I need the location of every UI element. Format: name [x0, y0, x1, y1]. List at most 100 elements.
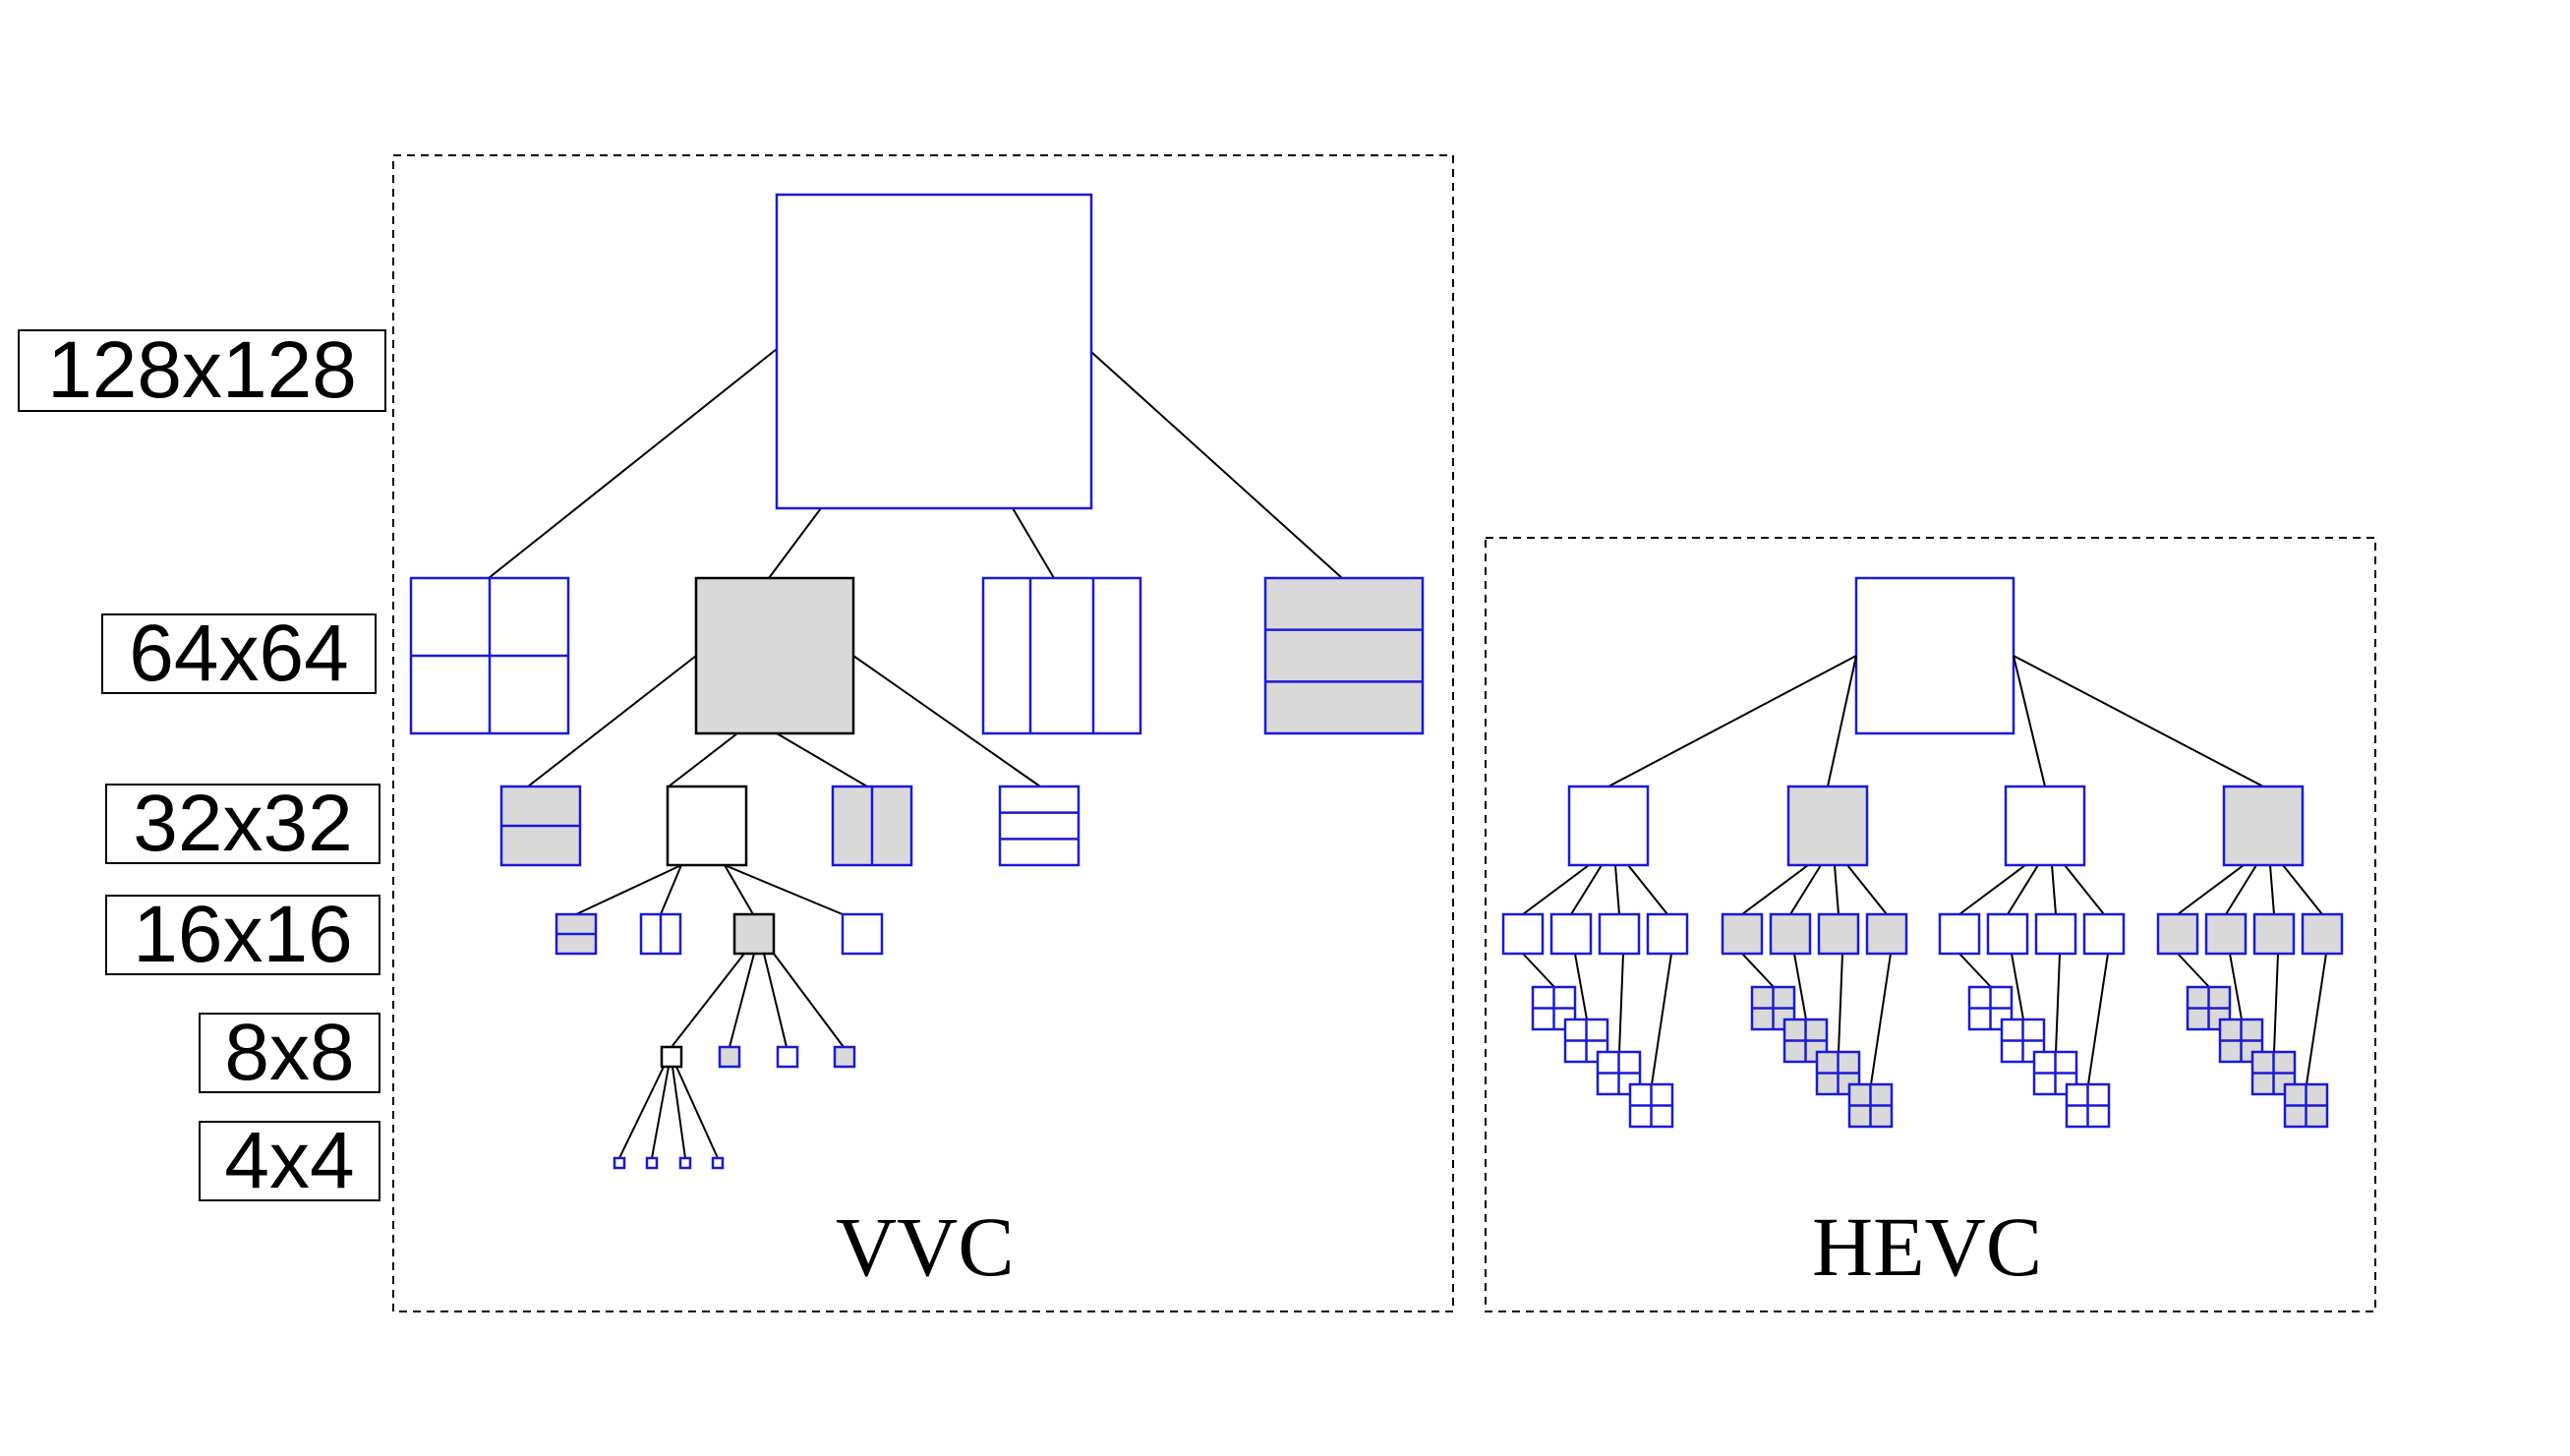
- partition-block-55: [1854, 576, 2015, 735]
- partition-block-144: [2156, 912, 2199, 956]
- connector-line-136: [2225, 864, 2257, 915]
- partition-block-61: [1567, 785, 1650, 867]
- size-label-128x128: 128x128: [18, 329, 386, 412]
- connector-line-109: [1958, 864, 2026, 915]
- connector-line-41: [773, 953, 845, 1048]
- connector-line-18: [776, 732, 868, 787]
- connector-line-65: [1651, 953, 1672, 1085]
- partition-block-10: [981, 576, 1142, 735]
- connector-line-2: [488, 348, 778, 579]
- connector-line-114: [1958, 953, 1992, 988]
- partition-block-66: [1501, 912, 1545, 956]
- partition-block-6: [775, 193, 1093, 510]
- partition-block-25: [998, 785, 1081, 867]
- connector-line-141: [2229, 953, 2243, 1020]
- connector-line-58: [1570, 864, 1603, 915]
- partition-block-44: [776, 1045, 799, 1069]
- connector-line-60: [1627, 864, 1668, 915]
- connector-line-64: [1618, 953, 1624, 1053]
- connector-line-62: [1522, 953, 1555, 988]
- size-label-32x32: 32x32: [105, 784, 380, 864]
- connector-line-19: [852, 655, 1041, 787]
- partition-block-54: [711, 1156, 725, 1170]
- connector-line-110: [2007, 864, 2039, 915]
- connector-line-83: [1741, 864, 1809, 915]
- partition-block-52: [645, 1156, 659, 1170]
- partition-block-93: [1769, 912, 1812, 956]
- connector-line-143: [2306, 953, 2327, 1085]
- connector-line-89: [1793, 953, 1807, 1020]
- partition-block-121: [2082, 912, 2126, 956]
- connector-line-39: [729, 953, 755, 1048]
- connector-line-47: [651, 1066, 670, 1159]
- partition-block-87: [1786, 785, 1869, 867]
- partition-block-43: [718, 1045, 741, 1069]
- connector-line-29: [660, 864, 682, 915]
- connector-line-82: [1827, 655, 1857, 787]
- connector-line-5: [1090, 351, 1343, 579]
- partition-block-32: [666, 785, 748, 867]
- connector-line-108: [2013, 655, 2046, 787]
- partition-block-119: [1986, 912, 2029, 956]
- connector-line-28: [575, 864, 682, 915]
- connector-line-31: [724, 864, 844, 915]
- size-label-8x8: 8x8: [199, 1013, 380, 1093]
- connector-line-86: [1846, 864, 1888, 915]
- connector-line-59: [1614, 864, 1620, 915]
- connector-line-38: [671, 953, 745, 1048]
- connector-line-3: [768, 507, 822, 579]
- partition-block-68: [1598, 912, 1641, 956]
- connector-line-17: [668, 732, 738, 787]
- vvc-title: VVC: [836, 1199, 1015, 1294]
- partition-block-69: [1646, 912, 1689, 956]
- partition-block-45: [833, 1045, 856, 1069]
- partition-block-92: [1721, 912, 1764, 956]
- connector-line-138: [2282, 864, 2323, 915]
- partition-block-67: [1549, 912, 1593, 956]
- connector-line-115: [2011, 953, 2024, 1020]
- connector-line-40: [763, 953, 788, 1048]
- connector-line-112: [2064, 864, 2105, 915]
- partition-block-13: [1263, 576, 1425, 735]
- partition-block-53: [678, 1156, 692, 1170]
- connector-line-88: [1741, 953, 1775, 988]
- partition-block-95: [1865, 912, 1908, 956]
- partition-block-146: [2252, 912, 2296, 956]
- connector-line-63: [1574, 953, 1588, 1020]
- connector-line-30: [724, 864, 754, 915]
- connector-line-90: [1838, 953, 1843, 1053]
- connector-line-16: [527, 655, 697, 787]
- partition-block-118: [1938, 912, 1981, 956]
- connector-line-117: [2087, 953, 2109, 1085]
- partition-block-51: [613, 1156, 626, 1170]
- partition-block-94: [1817, 912, 1860, 956]
- connector-line-91: [1870, 953, 1892, 1085]
- partition-block-42: [732, 912, 776, 956]
- connector-line-46: [618, 1066, 665, 1159]
- connector-line-137: [2269, 864, 2275, 915]
- connector-line-116: [2055, 953, 2061, 1053]
- size-label-64x64: 64x64: [101, 613, 377, 694]
- size-label-4x4: 4x4: [199, 1121, 380, 1201]
- connector-line-111: [2051, 864, 2057, 915]
- connector-line-49: [675, 1066, 719, 1159]
- vvc-panel-frame-0: [392, 154, 1454, 1312]
- partition-block-145: [2204, 912, 2248, 956]
- partition-block-113: [2004, 785, 2086, 867]
- connector-line-4: [1012, 507, 1055, 579]
- connector-line-142: [2273, 953, 2279, 1053]
- partition-block-20: [694, 576, 855, 735]
- partition-block-139: [2222, 785, 2305, 867]
- partition-block-50: [660, 1045, 683, 1069]
- partition-block-120: [2034, 912, 2077, 956]
- size-label-16x16: 16x16: [105, 895, 380, 975]
- connector-line-135: [2177, 864, 2245, 915]
- connector-line-48: [672, 1066, 686, 1159]
- connector-line-85: [1834, 864, 1840, 915]
- connector-line-84: [1789, 864, 1822, 915]
- connector-line-57: [1522, 864, 1590, 915]
- partition-block-37: [841, 912, 884, 956]
- connector-line-56: [1607, 655, 1857, 787]
- connector-line-140: [2177, 953, 2210, 988]
- hevc-panel-frame-1: [1485, 537, 2376, 1312]
